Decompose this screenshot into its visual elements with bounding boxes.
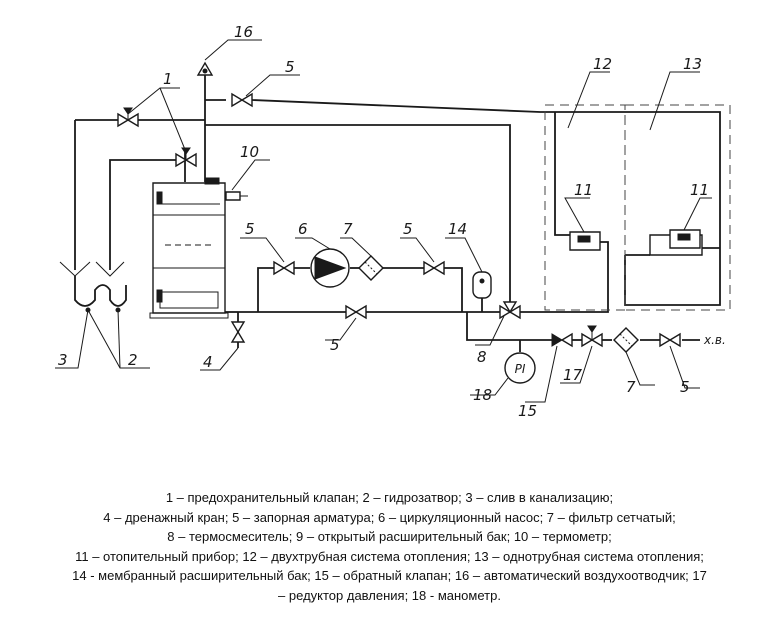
air-vent-icon — [198, 63, 212, 75]
callout-5-top: 5 — [285, 58, 295, 76]
shutoff-valve-icon — [274, 262, 294, 274]
callout-7-lower: 7 — [626, 378, 636, 396]
callout-12: 12 — [593, 55, 612, 73]
shutoff-valve-icon — [346, 306, 366, 318]
callout-4: 4 — [203, 353, 213, 371]
callout-1: 1 — [163, 70, 173, 88]
boiler-icon — [150, 178, 228, 318]
callout-5-lower-right: 5 — [680, 378, 690, 396]
callout-10: 10 — [240, 143, 259, 161]
pressure-reducer-icon — [582, 326, 602, 346]
mesh-filter-icon — [359, 256, 383, 280]
callout-8: 8 — [477, 348, 487, 366]
callout-6: 6 — [298, 220, 308, 238]
callout-3: 3 — [58, 351, 68, 369]
radiator-icon — [570, 232, 600, 250]
manometer-icon: PI — [505, 353, 535, 383]
circulation-pump-icon — [311, 249, 349, 287]
callout-14: 14 — [448, 220, 467, 238]
one-pipe-system-outline — [625, 105, 730, 310]
legend-line: 11 – отопительный прибор; 12 – двухтрубн… — [75, 548, 704, 564]
legend-line: 14 - мембранный расширительный бак; 15 –… — [72, 568, 707, 583]
callout-16: 16 — [234, 23, 253, 41]
shutoff-valve-icon — [232, 94, 252, 106]
drain-valve-icon — [232, 322, 244, 342]
callout-5-bottom: 5 — [330, 336, 340, 354]
callout-11-left: 11 — [574, 181, 593, 199]
mesh-filter-icon — [614, 328, 638, 352]
cold-water-label: х.в. — [703, 333, 726, 347]
callout-13: 13 — [683, 55, 702, 73]
two-pipe-system-outline — [545, 105, 625, 310]
callout-11-right: 11 — [690, 181, 709, 199]
callout-17: 17 — [563, 366, 583, 384]
callout-15: 15 — [518, 402, 537, 420]
thermometer-icon — [226, 192, 248, 200]
membrane-tank-icon — [473, 272, 491, 298]
legend-line: 1 – предохранительный клапан; 2 – гидроз… — [165, 490, 614, 505]
callout-18: 18 — [473, 386, 492, 404]
legend-line: 4 – дренажный кран; 5 – запорная арматур… — [103, 509, 676, 525]
shutoff-valve-icon — [424, 262, 444, 274]
heating-scheme-diagram: PI — [0, 23, 779, 420]
callout-5-right: 5 — [403, 220, 413, 238]
thermal-mixer-icon — [500, 302, 520, 318]
callout-leaders — [55, 40, 712, 402]
radiator-icon — [650, 230, 702, 255]
pipework — [75, 75, 720, 352]
callout-2: 2 — [128, 351, 138, 369]
legend-line: 8 – термосмеситель; 9 – открытый расшири… — [167, 529, 612, 544]
manometer-label: PI — [515, 362, 526, 376]
legend: 1 – предохранительный клапан; 2 – гидроз… — [0, 488, 779, 605]
callout-5-left: 5 — [245, 220, 255, 238]
check-valve-icon — [552, 334, 572, 346]
callout-7-upper: 7 — [343, 220, 353, 238]
shutoff-valve-icon — [660, 334, 680, 346]
legend-line: – редуктор давления; 18 - манометр. — [278, 587, 501, 603]
safety-valve-icon — [118, 108, 138, 126]
hydraulic-seal-icon — [60, 262, 126, 312]
